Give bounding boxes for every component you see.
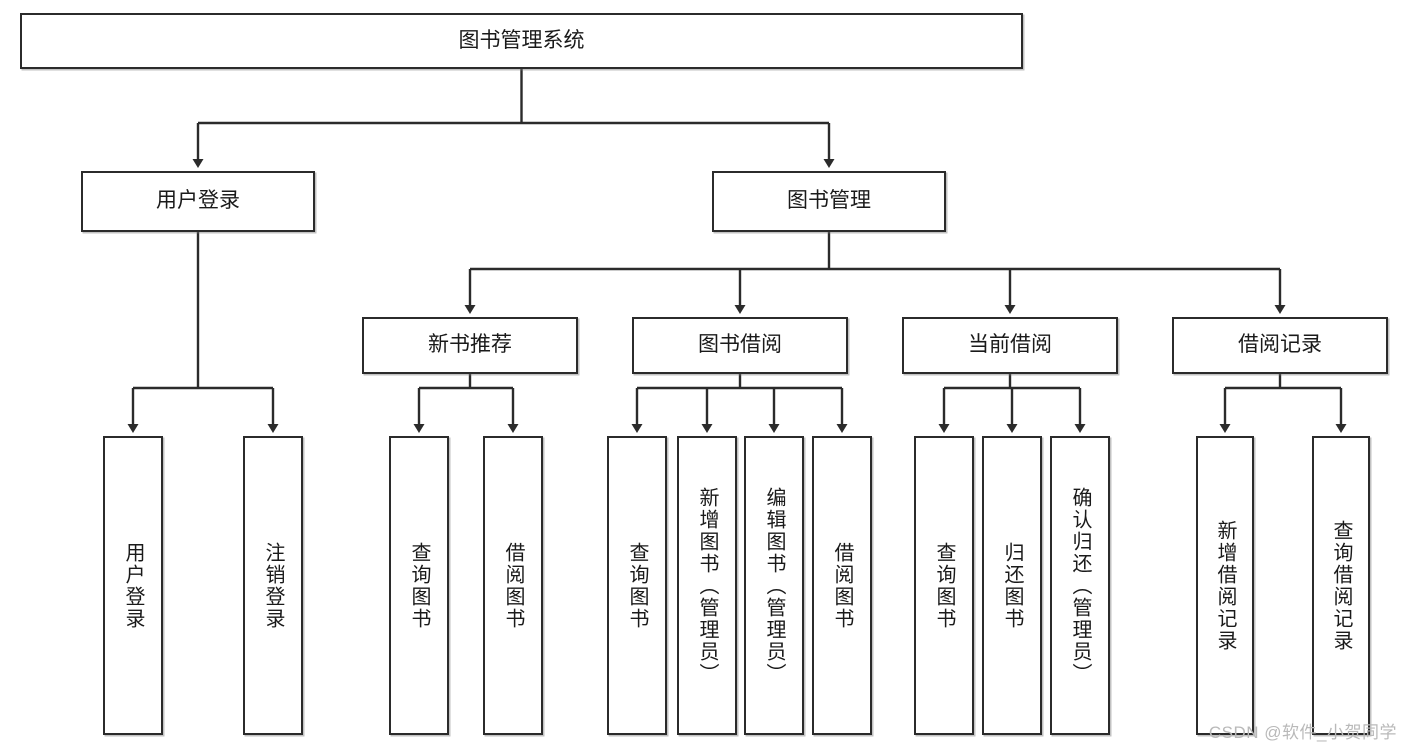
node-label: 编辑图书（管理员） [763,486,785,685]
node-label: 查询图书 [933,541,955,630]
node-leaf-query-record[interactable]: 查询借阅记录 [1312,436,1370,735]
node-label: 图书借阅 [698,333,782,357]
node-label: 图书管理系统 [458,28,585,52]
node-label: 查询借阅记录 [1330,519,1352,652]
node-leaf-logout[interactable]: 注销登录 [243,436,303,735]
node-label: 借阅图书 [831,541,853,630]
node-leaf-return-book[interactable]: 归还图书 [982,436,1042,735]
node-label: 新书推荐 [428,333,512,357]
node-leaf-borrow-book[interactable]: 借阅图书 [812,436,872,735]
node-leaf-add-book[interactable]: 新增图书（管理员） [677,436,737,735]
node-leaf-user-login[interactable]: 用户登录 [103,436,163,735]
node-leaf-edit-book[interactable]: 编辑图书（管理员） [744,436,804,735]
node-label: 借阅图书 [502,541,524,630]
node-label: 当前借阅 [968,333,1052,357]
node-label: 用户登录 [156,189,240,213]
node-label: 注销登录 [262,541,284,630]
node-book-borrow[interactable]: 图书借阅 [632,317,848,374]
node-label: 归还图书 [1001,541,1023,630]
node-book-manage[interactable]: 图书管理 [712,171,946,232]
node-label: 借阅记录 [1238,333,1322,357]
node-new-book-recommend[interactable]: 新书推荐 [362,317,578,374]
node-label: 查询图书 [626,541,648,630]
node-current-borrow[interactable]: 当前借阅 [902,317,1118,374]
node-leaf-borrow-book-rec[interactable]: 借阅图书 [483,436,543,735]
node-root[interactable]: 图书管理系统 [20,13,1023,69]
node-leaf-query-book-current[interactable]: 查询图书 [914,436,974,735]
node-leaf-confirm-return[interactable]: 确认归还（管理员） [1050,436,1110,735]
node-leaf-add-record[interactable]: 新增借阅记录 [1196,436,1254,735]
node-borrow-record[interactable]: 借阅记录 [1172,317,1388,374]
node-label: 新增图书（管理员） [696,486,718,685]
node-label: 用户登录 [122,541,144,630]
node-label: 图书管理 [787,189,871,213]
csdn-watermark: CSDN @软件_小贺同学 [1208,723,1397,742]
node-leaf-query-book-borrow[interactable]: 查询图书 [607,436,667,735]
node-label: 查询图书 [408,541,430,630]
node-user-login[interactable]: 用户登录 [81,171,315,232]
node-label: 新增借阅记录 [1214,519,1236,652]
node-leaf-query-book-rec[interactable]: 查询图书 [389,436,449,735]
node-label: 确认归还（管理员） [1069,486,1091,685]
